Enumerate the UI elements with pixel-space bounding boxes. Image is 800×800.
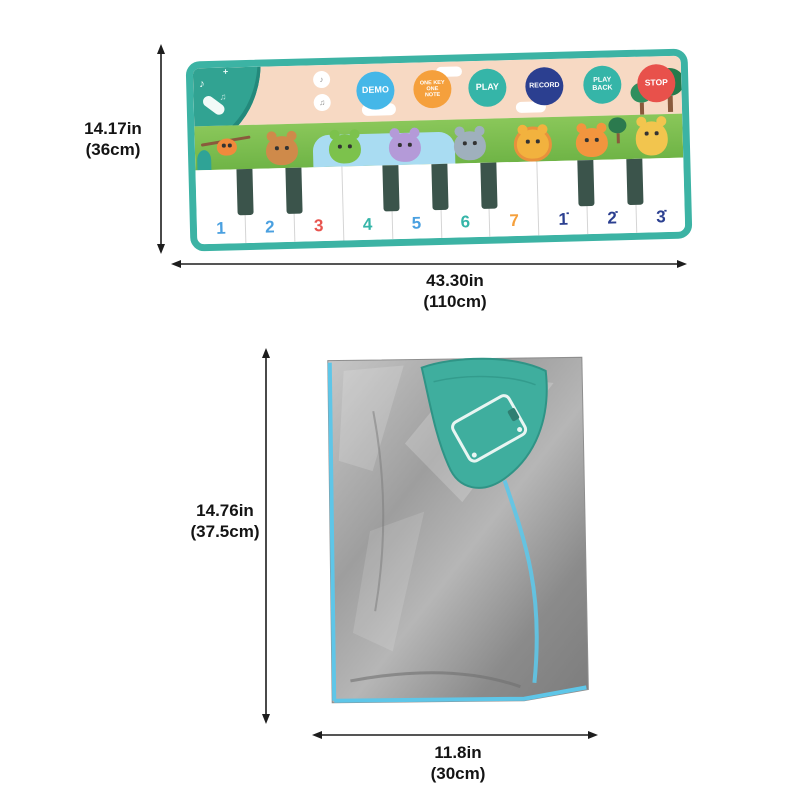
elephant-icon (453, 130, 487, 161)
stop-button-label: STOP (644, 77, 668, 88)
black-key (480, 162, 498, 209)
mat-height-inches: 14.17in (84, 119, 142, 138)
demo-button-label: DEMO (361, 84, 390, 96)
pack-height-inches: 14.76in (196, 501, 254, 520)
music-note-icon: ♫ (219, 91, 227, 102)
plant-decoration (196, 149, 212, 171)
black-key (431, 163, 449, 211)
mat-width-cm: (110cm) (423, 292, 487, 311)
speaker-module: + ♪ ♫ (192, 60, 263, 127)
record-button: RECORD (524, 66, 564, 106)
piano-keyboard: 1 2 3 4 5 6 7 1̇ 2̇ 3̇ (195, 157, 686, 245)
bird-icon (216, 138, 238, 156)
pack-width-inches: 11.8in (434, 743, 482, 762)
battery-compartment (451, 394, 528, 463)
monkey-icon (265, 135, 299, 166)
mat-height-label: 14.17in (36cm) (70, 118, 156, 160)
play-button-label: PLAY (475, 81, 500, 93)
pack-width-label: 11.8in (30cm) (360, 742, 556, 784)
play-button: PLAY (467, 68, 507, 108)
tiger-icon (575, 127, 609, 158)
music-note-icon: ♪ (199, 78, 205, 91)
black-key (236, 168, 254, 216)
black-key (285, 167, 303, 215)
frog-icon (328, 134, 362, 164)
package-illustration (327, 356, 589, 704)
mat-width-inches: 43.30in (426, 271, 484, 290)
packaged-mat (310, 351, 600, 714)
pack-height-label: 14.76in (37.5cm) (182, 500, 268, 542)
black-key (382, 165, 400, 212)
lion-icon (516, 129, 550, 159)
black-key (577, 159, 595, 207)
playback-button: PLAY BACK (582, 65, 622, 105)
sound-mode-icon: ♫ (313, 93, 331, 112)
volume-plus-icon: + (222, 66, 229, 77)
black-key (626, 158, 644, 206)
mat-width-label: 43.30in (110cm) (355, 270, 555, 312)
record-button-label: RECORD (529, 81, 560, 90)
one-key-one-note-label: ONE KEY ONE NOTE (419, 79, 445, 99)
speaker-module-packed (420, 357, 548, 489)
giraffe-icon (635, 121, 669, 156)
one-key-one-note-button: ONE KEY ONE NOTE (412, 69, 452, 109)
mat-height-cm: (36cm) (85, 140, 141, 159)
tree-decoration (608, 117, 627, 144)
playback-button-label: PLAY BACK (592, 76, 613, 92)
hippo-icon (388, 132, 422, 163)
piano-mat: + ♪ ♫ ♪ ♫ DEMO ONE KEY ONE NOTE PLAY REC… (185, 48, 693, 252)
melody-mode-icon: ♪ (312, 70, 331, 89)
pack-height-cm: (37.5cm) (190, 522, 260, 541)
pack-width-cm: (30cm) (430, 764, 486, 783)
